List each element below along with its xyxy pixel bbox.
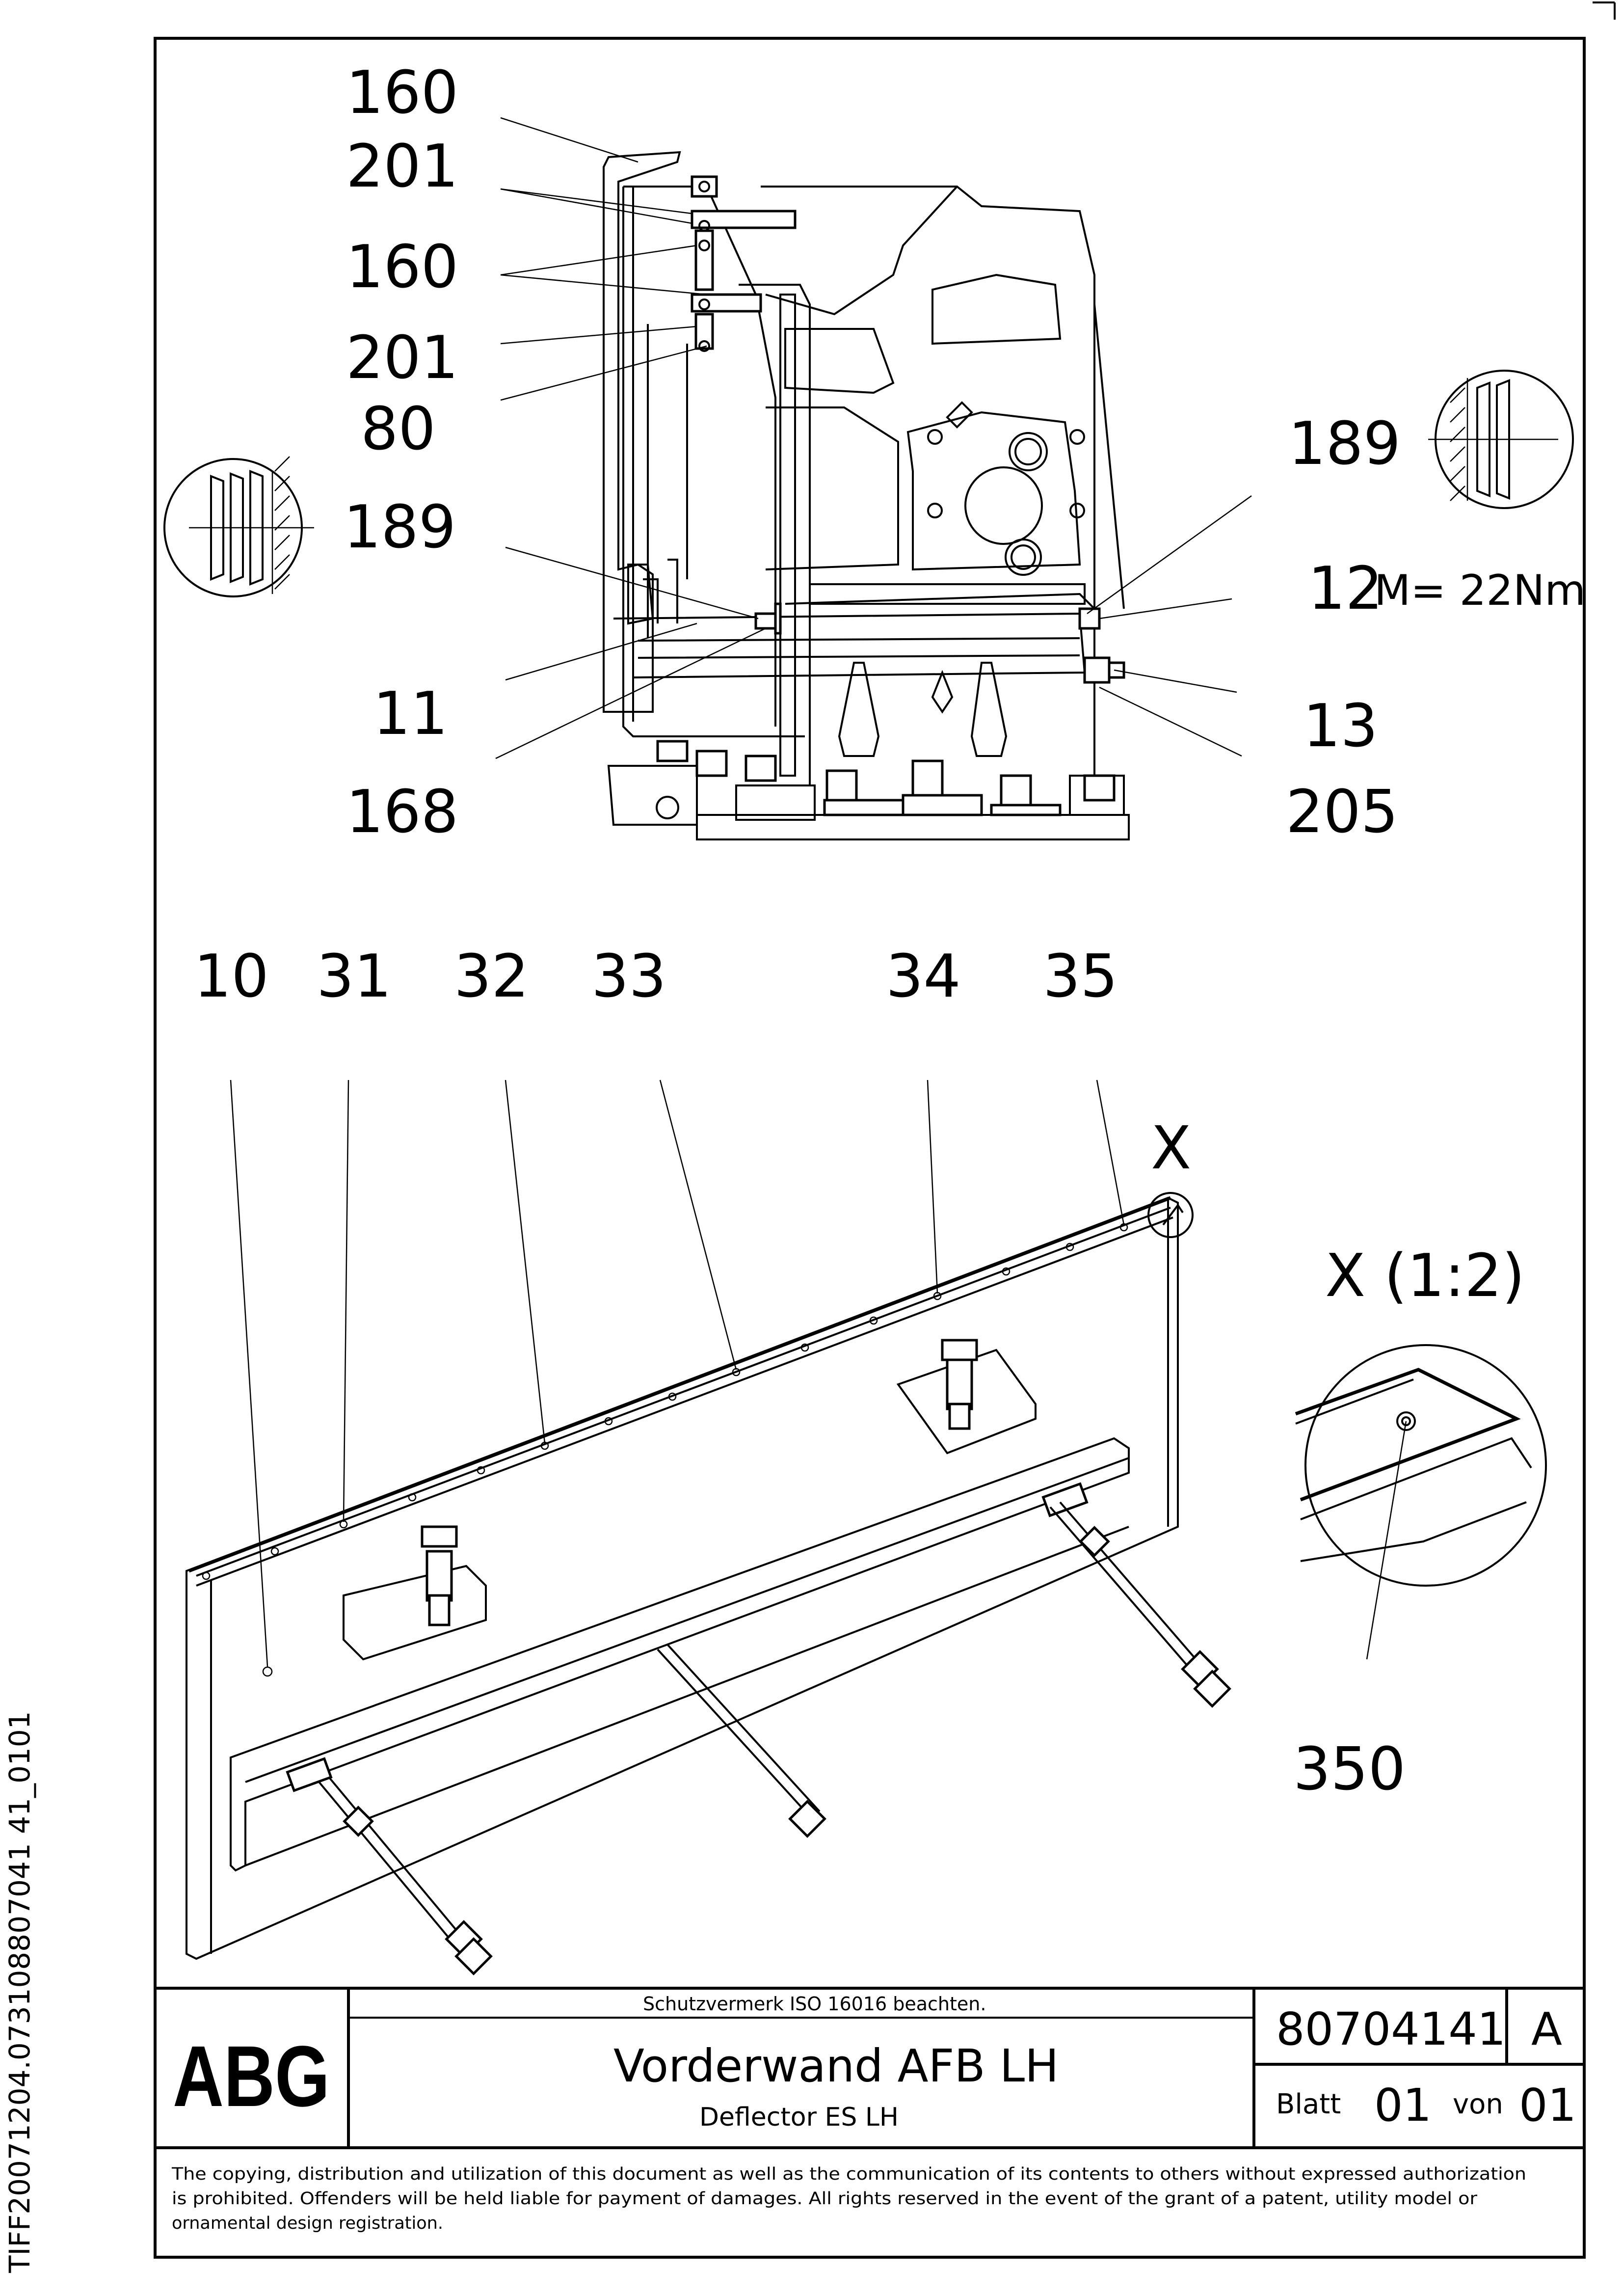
label-168: 168 [346, 778, 458, 846]
drawing-number: 80704141 [1276, 2003, 1506, 2055]
label-11: 11 [373, 680, 448, 748]
torque-spec: M= 22Nm [1374, 566, 1586, 615]
label-33: 33 [591, 943, 666, 1011]
label-201-b: 201 [346, 324, 458, 392]
side-code: TIFF20071204.073108807041 41_0101 [3, 1711, 36, 2273]
label-31: 31 [317, 943, 392, 1011]
leader-lines-iso [230, 1080, 1125, 1667]
drawing-border [154, 37, 1586, 2259]
disc-spring-detail-left [163, 456, 314, 597]
sheet-label: Blatt [1276, 2088, 1341, 2120]
total-sheets: 01 [1519, 2079, 1576, 2132]
label-160-a: 160 [346, 59, 458, 127]
title-block [155, 1987, 1584, 2149]
copyright-line-3: ornamental design registration. [172, 2214, 443, 2233]
revision: A [1531, 2003, 1562, 2055]
label-34: 34 [886, 943, 961, 1011]
protection-note: Schutzvermerk ISO 16016 beachten. [643, 1993, 986, 2015]
copyright-line-2: is prohibited. Offenders will be held li… [172, 2189, 1478, 2209]
sheet-number: 01 [1374, 2079, 1432, 2132]
label-189-right: 189 [1288, 410, 1401, 478]
label-13: 13 [1303, 692, 1378, 760]
label-160-b: 160 [346, 233, 458, 301]
label-35: 35 [1043, 943, 1118, 1011]
label-201-a: 201 [346, 133, 458, 201]
logo-abg: ABG [173, 2028, 330, 2125]
label-189-left: 189 [344, 493, 456, 562]
label-205: 205 [1286, 778, 1398, 846]
label-12: 12 [1308, 555, 1383, 623]
of-label: von [1453, 2088, 1503, 2120]
detail-x-view [1295, 1344, 1547, 1660]
leader-lines-section [495, 117, 1252, 759]
detail-marker-x: X [1151, 1114, 1191, 1183]
detail-x-title: X (1:2) [1325, 1242, 1525, 1310]
label-10: 10 [194, 943, 269, 1011]
drawing-title: Vorderwand AFB LH [613, 2040, 1059, 2092]
drawing-subtitle: Deflector ES LH [699, 2103, 899, 2132]
label-350: 350 [1293, 1735, 1406, 1804]
copyright-line-1: The copying, distribution and utilizatio… [171, 2164, 1526, 2184]
disc-spring-detail-right [1428, 370, 1574, 509]
label-80: 80 [361, 395, 436, 463]
label-32: 32 [454, 943, 529, 1011]
isometric-view [186, 1192, 1231, 1975]
section-view [603, 151, 1130, 840]
